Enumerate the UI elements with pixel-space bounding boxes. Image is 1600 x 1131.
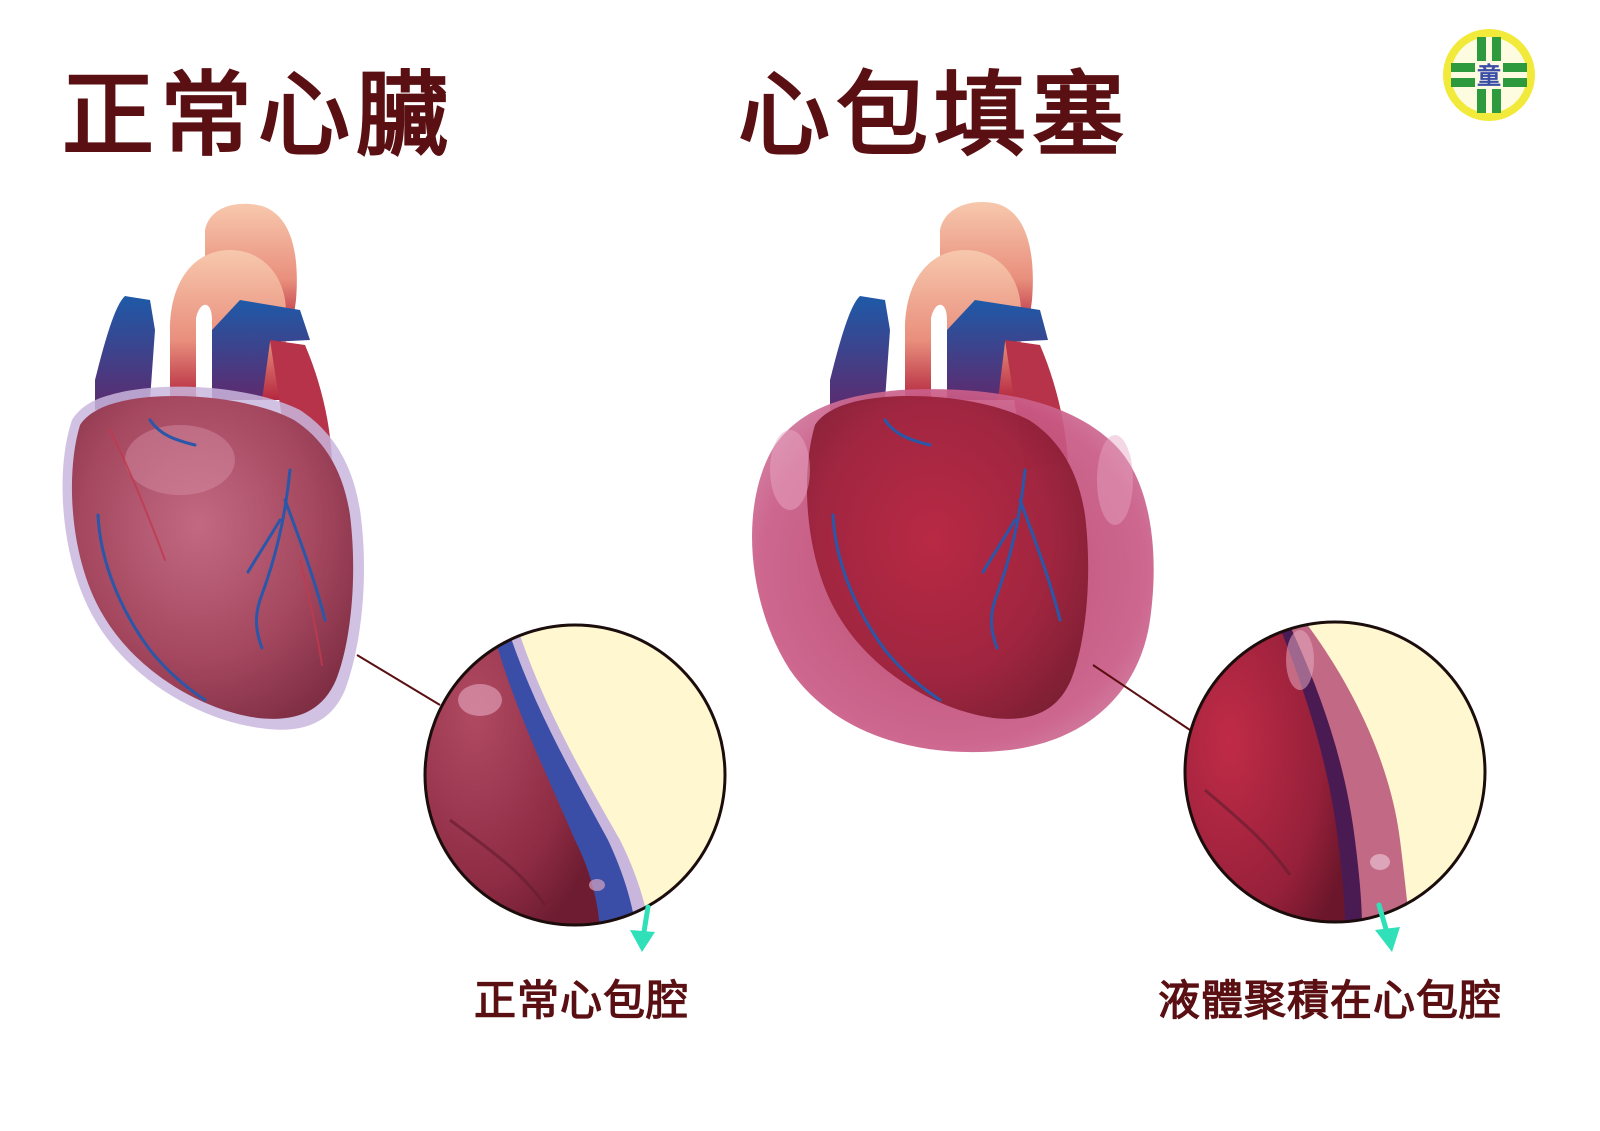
normal-pericardial-cavity-label: 正常心包腔 bbox=[474, 976, 690, 1025]
fluid-pericardial-cavity-label: 液體聚積在心包腔 bbox=[1158, 976, 1503, 1025]
fluid-pericardium-inset bbox=[1183, 620, 1487, 924]
normal-pericardium-inset bbox=[423, 623, 727, 927]
normal-heart-title: 正常心臟 bbox=[62, 62, 455, 169]
normal-heart bbox=[62, 203, 365, 730]
logo-glyph: 童 bbox=[1477, 62, 1501, 90]
fluid-cavity-arrow-icon bbox=[1375, 902, 1400, 952]
tamponade-heart bbox=[752, 201, 1154, 753]
normal-cavity-arrow-icon bbox=[630, 904, 655, 952]
hospital-logo-icon: 童 bbox=[1443, 29, 1535, 121]
tamponade-title: 心包填塞 bbox=[738, 62, 1131, 169]
